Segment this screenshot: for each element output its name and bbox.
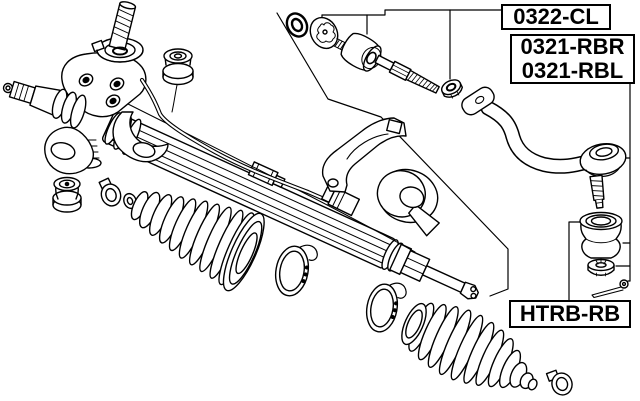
spline-hatches [13,82,29,102]
gearbox-mount-ear-right [112,111,169,163]
part-label-0322-cl[interactable]: 0322-CL [501,4,611,30]
part-label-0321-rb[interactable]: 0321-RBR 0321-RBL [510,34,635,84]
boot-clamp-small-left-drawing [98,177,122,207]
steering-boot-left-drawing [130,191,265,292]
part-number-text: HTRB-RB [519,301,621,326]
tie-rod-end-boot-kit-drawing [579,211,629,299]
leader-lines-htrb-rb [568,221,581,301]
part-number-text: 0321-RBL [521,58,624,83]
rack-cushion-bushing-drawing [376,168,440,237]
tie-rod-end-eye [461,86,495,116]
ball-socket-housing [340,32,382,72]
boot-band-clamp-right-drawing [365,282,407,333]
inner-tie-rod-assembly-drawing [285,12,464,99]
ball-stud-housing [579,142,627,177]
mounting-bracket-drawing [321,117,407,193]
input-shaft-drawing [91,1,144,63]
rack-shaft [421,265,466,293]
part-group-outline [276,12,509,297]
dust-boot [579,211,623,259]
outer-tie-rod-end-drawing [461,86,627,209]
leader-lines-0321-rb [615,83,631,282]
castle-nut [587,258,615,277]
part-label-htrb-rb[interactable]: HTRB-RB [509,300,631,328]
steering-boot-right-drawing [401,302,538,391]
left-rack-end-drawing [2,80,87,129]
threaded-stub [332,37,350,53]
ball-stud-thread [589,174,605,209]
gearbox-bushing-drawing [52,176,82,213]
cotter-pin [591,279,629,299]
part-number-text: 0322-CL [513,4,599,29]
part-number-text: 0321-RBR [520,34,625,59]
leader-lines-0322-cl [276,9,509,297]
shaft-splines [112,8,134,40]
lock-washer [309,16,339,50]
gearbox-mount-ear-left [44,126,95,175]
rack-mount-bushing-top-drawing [162,48,194,113]
lock-nut [440,79,464,99]
boot-band-clamp-left-drawing [274,244,318,297]
tie-rod-shaft [374,54,440,94]
boot-clamp-small-right-drawing [545,369,573,396]
